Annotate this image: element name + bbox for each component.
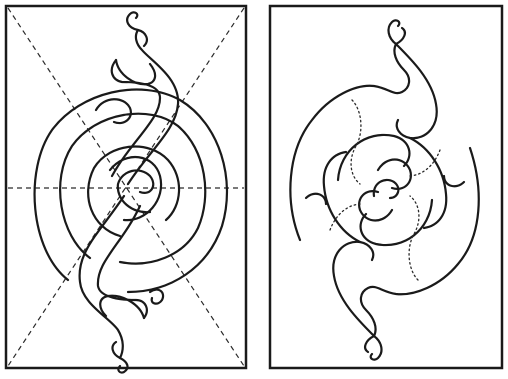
right-panel	[270, 6, 502, 368]
right-panel-frame	[270, 6, 502, 368]
left-panel	[6, 6, 246, 373]
left-panel-frame	[6, 6, 246, 368]
